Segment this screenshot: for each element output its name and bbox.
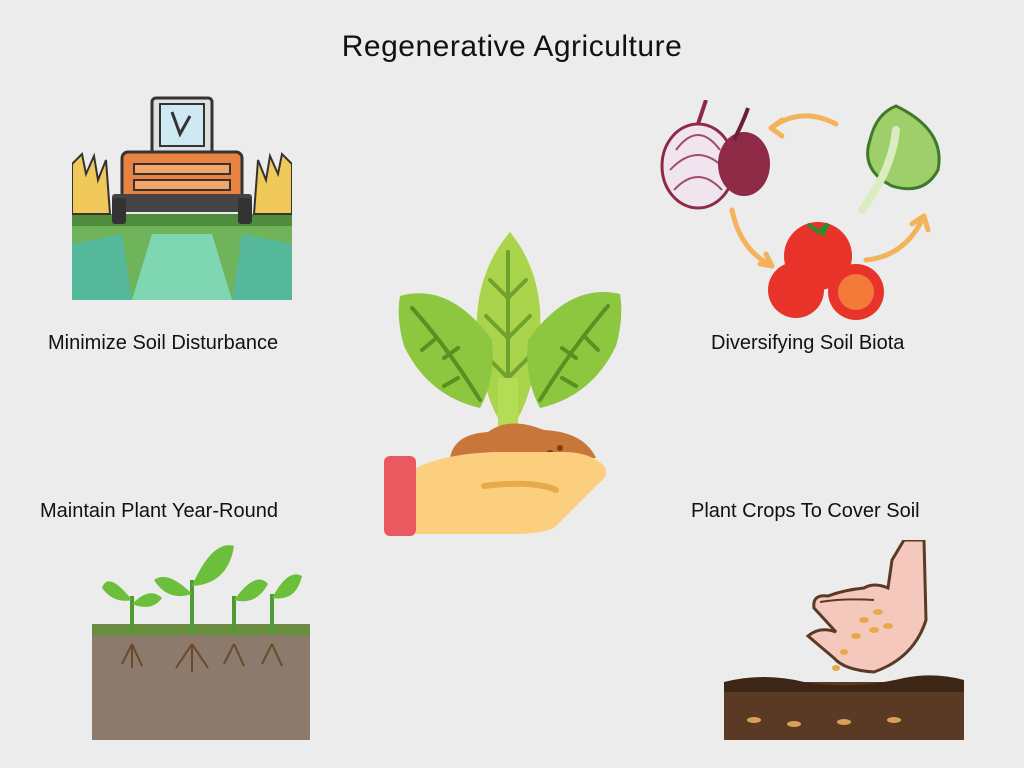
harvester-icon xyxy=(72,96,292,300)
label-diversifying-soil-biota: Diversifying Soil Biota xyxy=(711,332,905,354)
crop-rotation-icon xyxy=(660,100,941,320)
page-title: Regenerative Agriculture xyxy=(341,30,683,63)
seedlings-icon xyxy=(92,545,310,740)
label-minimize-soil-disturbance: Minimize Soil Disturbance xyxy=(48,332,279,354)
label-maintain-plant-year-round: Maintain Plant Year-Round xyxy=(40,500,278,522)
label-plant-crops-to-cover-soil: Plant Crops To Cover Soil xyxy=(691,500,920,522)
hand-holding-plant-icon xyxy=(384,232,622,536)
sowing-hand-icon xyxy=(724,540,964,740)
